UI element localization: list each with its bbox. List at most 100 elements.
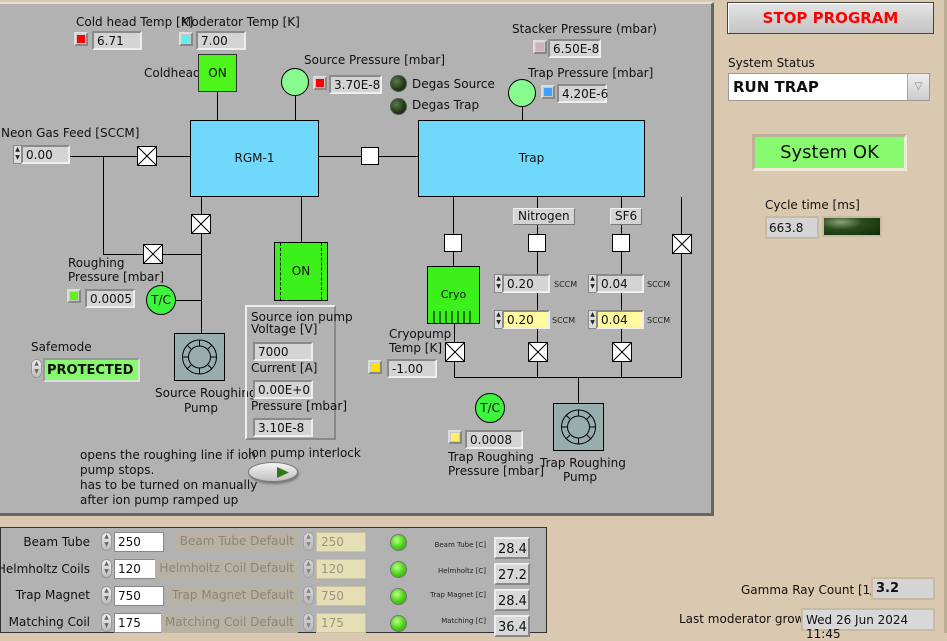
- voltage-label: Voltage [V]: [251, 322, 318, 336]
- sf6-roughing-valve-closed[interactable]: [612, 342, 632, 362]
- nitrogen-roughing-valve-closed[interactable]: [528, 342, 548, 362]
- chevron-down-icon[interactable]: ▽: [907, 74, 929, 100]
- magnet-status-led: [390, 588, 407, 605]
- safemode-value[interactable]: PROTECTED: [43, 358, 140, 382]
- rgm-chamber: RGM-1: [190, 120, 319, 197]
- system-status-dropdown[interactable]: RUN TRAP ▽: [728, 73, 930, 101]
- cycle-time-value: 663.8: [765, 216, 819, 239]
- gamma-ray-count-label: Gamma Ray Count [1/s]: [741, 583, 886, 597]
- pipe: [103, 156, 104, 254]
- interlock-note: opens the roughing line if ion pump stop…: [80, 448, 257, 508]
- trap-pressure-label: Trap Pressure [mbar]: [528, 66, 654, 80]
- magnet-status-led: [390, 561, 407, 578]
- trap-roughing-pressure-label-2: Pressure [mbar]: [448, 464, 545, 478]
- sf6-button[interactable]: SF6: [610, 208, 643, 225]
- cryopump-temp-label-1: Cryopump: [389, 327, 452, 341]
- source-roughing-pump-label-2: Pump: [184, 401, 218, 415]
- trap-roughing-pump-label-2: Pump: [563, 470, 597, 484]
- coldhead-toggle[interactable]: ON: [198, 54, 237, 92]
- last-moderator-grown-value: Wed 26 Jun 2024 11:45: [801, 608, 935, 641]
- ion-pump-title: Source ion pump: [251, 310, 353, 324]
- trap-roughing-led-fill: [451, 433, 459, 441]
- source-roughing-pump-icon[interactable]: [174, 333, 225, 381]
- cold-head-led: [74, 32, 88, 46]
- gate-valve-open[interactable]: [361, 147, 379, 165]
- trap-roughing-pressure-value: 0.0008: [465, 430, 523, 449]
- nitrogen-button[interactable]: Nitrogen: [513, 208, 575, 225]
- cryopump[interactable]: Cryo: [427, 266, 480, 324]
- magnet-setpoint[interactable]: 750: [114, 586, 164, 606]
- magnet-label: Trap Magnet: [15, 588, 90, 602]
- stacker-led: [533, 40, 547, 54]
- safemode-spinner[interactable]: ▲▼: [31, 359, 42, 378]
- magnet-spinner[interactable]: ▲▼: [101, 559, 112, 578]
- trap-pressure-value: 4.20E-6: [557, 84, 608, 103]
- magnet-setpoint[interactable]: 120: [114, 559, 164, 579]
- magnet-temp-label: Trap Magnet [C]: [430, 591, 486, 599]
- source-ion-pump-toggle[interactable]: ON: [274, 242, 328, 301]
- pipe: [454, 377, 682, 378]
- ion-pump-interlock-toggle[interactable]: [248, 462, 298, 482]
- trap-roughing-pump-label-1: Trap Roughing: [540, 456, 626, 470]
- pipe: [201, 197, 202, 335]
- magnet-status-led: [390, 615, 407, 632]
- degas-source-led[interactable]: [390, 75, 407, 92]
- magnet-setpoint[interactable]: 250: [114, 532, 164, 552]
- window-edge: [944, 0, 947, 633]
- sccm-unit: SCCM: [647, 316, 671, 325]
- roughing-bypass-valve-closed[interactable]: [143, 244, 163, 264]
- trap-roughing-pump-icon[interactable]: [553, 403, 604, 451]
- degas-trap-led[interactable]: [390, 98, 407, 115]
- sccm-unit: SCCM: [552, 316, 576, 325]
- trap-pressure-led: [541, 85, 555, 99]
- pipe: [70, 156, 190, 157]
- pipe: [453, 252, 454, 266]
- magnet-spinner[interactable]: ▲▼: [101, 586, 112, 605]
- magnet-default-value: 750: [316, 586, 366, 606]
- nitrogen-valve-open[interactable]: [528, 234, 546, 252]
- magnet-temp-label: Matching [C]: [441, 617, 486, 625]
- sf6-setpoint[interactable]: 0.04: [596, 274, 644, 293]
- cryo-gate-valve-open[interactable]: [444, 234, 462, 252]
- interlock-note-line: pump stops.: [80, 463, 155, 477]
- voltage-value: 7000: [253, 342, 313, 361]
- interlock-note-line: opens the roughing line if ion: [80, 448, 256, 462]
- magnet-panel: Beam Tube ▲▼ 250 Beam Tube Default ▲▼ 25…: [0, 527, 547, 637]
- magnet-setpoint[interactable]: 175: [114, 613, 164, 633]
- pressure-label: Pressure [mbar]: [251, 399, 348, 413]
- nitrogen-setpoint[interactable]: 0.20: [502, 274, 550, 293]
- roughing-led: [67, 289, 81, 303]
- trap-bypass-valve-closed[interactable]: [672, 234, 692, 254]
- cryo-roughing-valve-closed[interactable]: [445, 342, 465, 362]
- cold-head-led-fill: [77, 35, 85, 43]
- pump-dash-right: [321, 243, 322, 300]
- interlock-note-line: after ion pump ramped up: [80, 493, 239, 507]
- stop-program-button[interactable]: STOP PROGRAM: [727, 2, 934, 34]
- degas-trap-label: Degas Trap: [412, 98, 480, 112]
- cryo-label: Cryo: [440, 288, 467, 301]
- magnet-spinner[interactable]: ▲▼: [101, 532, 112, 551]
- system-ok-indicator: System OK: [752, 134, 907, 171]
- magnet-default-label: Trap Magnet Default: [168, 586, 298, 606]
- stacker-pressure-label: Stacker Pressure (mbar): [512, 22, 657, 36]
- tc-gauge-trap: T/C: [475, 393, 505, 423]
- source-roughing-valve-closed[interactable]: [191, 214, 211, 234]
- roughing-pressure-value: 0.0005: [85, 289, 135, 308]
- cryo-fins-icon: [433, 311, 471, 323]
- trap-roughing-led: [448, 430, 462, 444]
- degas-source-label: Degas Source: [412, 77, 495, 91]
- sf6-valve-open[interactable]: [612, 234, 630, 252]
- stacker-led-fill: [536, 43, 544, 51]
- ion-pump-panel: Source ion pump Voltage [V] 7000 Current…: [245, 305, 353, 440]
- magnet-temp-value: 36.4: [494, 615, 530, 637]
- magnet-spinner[interactable]: ▲▼: [101, 613, 112, 632]
- magnet-default-spinner: ▲▼: [303, 559, 314, 578]
- magnet-temp-value: 28.4: [494, 537, 530, 559]
- play-icon: [277, 467, 289, 478]
- magnet-default-value: 250: [316, 532, 366, 552]
- nitrogen-actual: 0.20: [502, 310, 550, 329]
- neon-valve-closed[interactable]: [137, 146, 157, 166]
- cycle-time-label: Cycle time [ms]: [765, 198, 860, 212]
- neon-gas-feed-value[interactable]: 0.00: [21, 145, 70, 164]
- trap-pressure-led-fill: [544, 88, 552, 96]
